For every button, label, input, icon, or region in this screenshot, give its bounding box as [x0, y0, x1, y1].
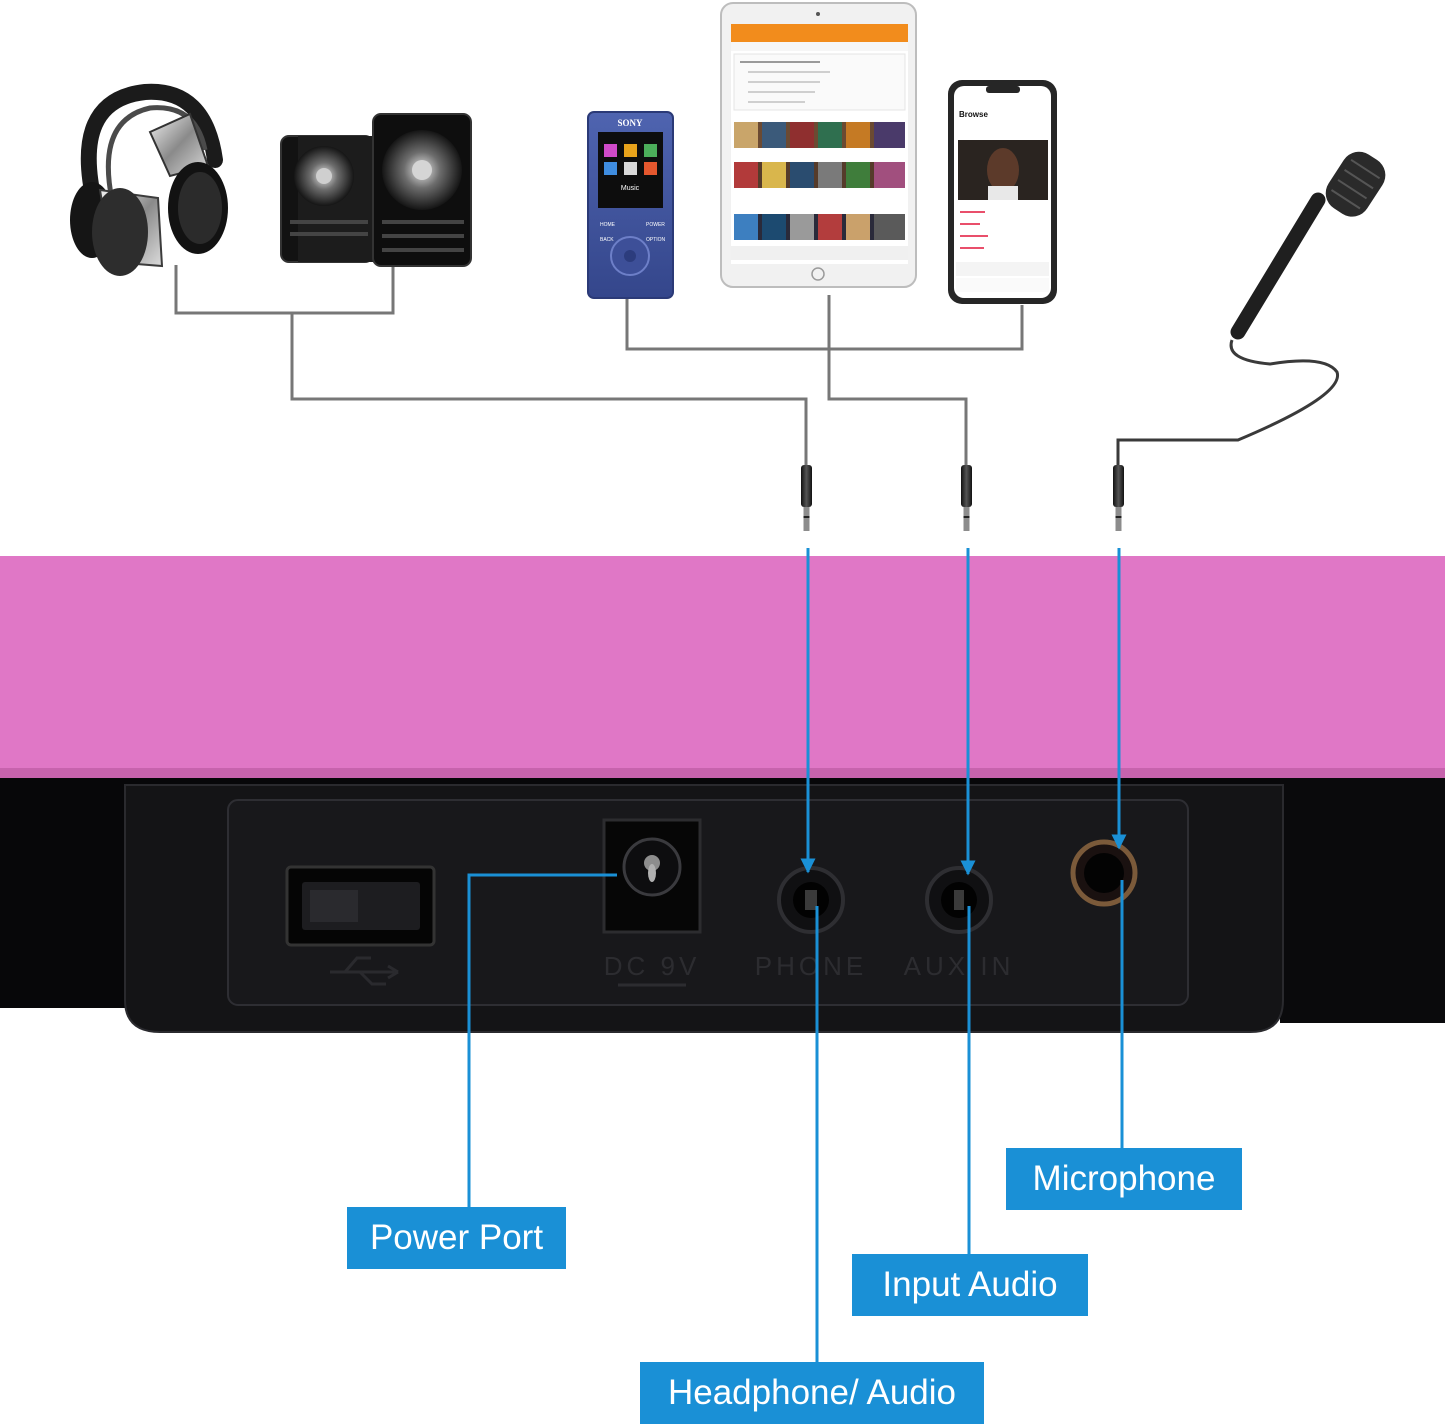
microphone-jack: [1070, 839, 1138, 907]
mp3-key-home: HOME: [600, 222, 616, 228]
label-input-audio-text: Input Audio: [882, 1265, 1058, 1304]
label-microphone: Microphone: [1006, 1148, 1242, 1210]
mp3-key-option: OPTION: [646, 237, 666, 243]
aux-in-jack: [925, 866, 993, 934]
usb-port: [285, 865, 436, 947]
device-wires: [174, 265, 1340, 465]
dc-power-jack: [602, 818, 702, 934]
usb-symbol-icon: [330, 956, 399, 986]
label-microphone-text: Microphone: [1032, 1159, 1216, 1198]
mp3-brand-logo: SONY: [617, 118, 643, 128]
label-power-port-text: Power Port: [369, 1218, 544, 1257]
microphone-icon: [1230, 151, 1386, 340]
plug-microphone: [1113, 465, 1124, 531]
label-headphone-audio-text: Headphone/ Audio: [667, 1373, 957, 1412]
label-power-port: Power Port: [347, 1207, 566, 1269]
aux-port-engraving: AUX IN: [904, 951, 1015, 981]
phone-icon: Browse: [948, 80, 1057, 304]
callout-lines: [467, 548, 1127, 1362]
keyboard-right-lip: [1280, 778, 1445, 1023]
dc-port-engraving: DC 9V: [604, 951, 701, 981]
plug-headphone: [801, 465, 812, 531]
headphones-icon: [70, 83, 228, 276]
plug-aux: [961, 465, 972, 531]
tablet-album-grid: [734, 122, 905, 240]
phone-jack: [777, 866, 845, 934]
mp3-screen-label: Music: [621, 185, 640, 192]
mp3-key-power: POWER: [646, 222, 665, 228]
phone-port-engraving: PHONE: [755, 951, 867, 981]
speakers-icon: [280, 113, 472, 267]
label-input-audio: Input Audio: [852, 1254, 1088, 1316]
tablet-icon: [720, 2, 917, 288]
mp3-key-back: BACK: [600, 237, 614, 243]
phone-browse-heading: Browse: [959, 110, 988, 119]
keyboard-edge-shadow: [0, 768, 1445, 778]
label-headphone-audio: Headphone/ Audio: [640, 1362, 984, 1424]
keyboard-top-pink: [0, 556, 1445, 778]
mp3-player: SONY Music HOME POWER BACK OPTION: [587, 111, 674, 299]
